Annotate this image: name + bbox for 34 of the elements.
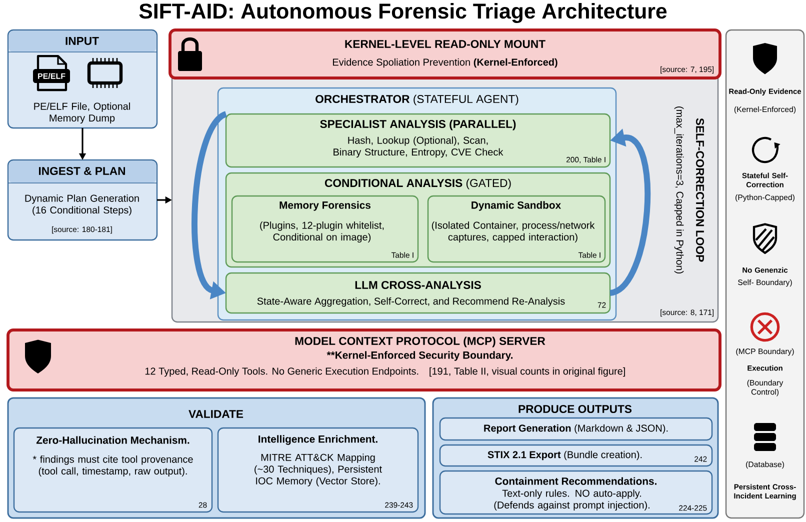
heading: Dynamic Sandbox: [472, 201, 561, 211]
heading: ORCHESTRATOR (STATEFUL AGENT): [316, 94, 518, 106]
body-text: Report Generation (Markdown & JSON).: [484, 424, 668, 434]
heading: LLM CROSS-ANALYSIS: [355, 281, 481, 289]
source-note: [191, Table II, visual counts in original figure]: [430, 367, 625, 377]
body-text: **Kernel-Enforced Security Boundary.: [326, 351, 513, 361]
body-text: 12 Typed, Read-Only Tools. No Generic Execution Endpoints.: [145, 367, 418, 377]
body-text: * findings must cite tool provenance (tool call, timestamp, raw output).: [32, 456, 193, 477]
body-text: (max_iterations=3, Capped in Python): [674, 106, 684, 274]
heading: VALIDATE: [188, 410, 244, 418]
heading: Memory Forensics: [280, 201, 370, 211]
heading: INPUT: [66, 37, 99, 45]
body-text: Hash, Lookup (Optional), Scan, Binary Structure, Entropy, CVE Check: [334, 136, 504, 158]
heading: Intelligence Enrichment.: [258, 435, 378, 445]
body-text: PE/ELF File, Optional Memory Dump: [34, 102, 130, 124]
title: SIFT-AID: Autonomous Forensic Triage Architecture: [139, 3, 667, 23]
heading: CONDITIONAL ANALYSIS (GATED): [324, 178, 511, 190]
body-text: State-Aware Aggregation, Self-Correct, and Recommend Re-Analysis: [257, 297, 565, 307]
heading: KERNEL-LEVEL READ-ONLY MOUNT: [345, 40, 546, 48]
heading: INGEST & PLAN: [39, 167, 125, 175]
heading: SELF-CORRECTION LOOP: [696, 118, 704, 262]
heading: PRODUCE OUTPUTS: [518, 405, 632, 413]
heading: SPECIALIST ANALYSIS (PARALLEL): [320, 120, 516, 130]
body-text: STIX 2.1 Export (Bundle creation).: [488, 450, 642, 460]
body-text: Evidence Spoliation Prevention (Kernel-Enforced): [333, 58, 558, 68]
heading: MODEL CONTEXT PROTOCOL (MCP) SERVER: [295, 336, 546, 348]
body-text: MITRE ATT&CK Mapping (~30 Techniques), Persistent IOC Memory (Vector Store).: [254, 454, 382, 486]
body-text: Dynamic Plan Generation (16 Conditional Steps): [25, 194, 139, 216]
body-text: (Isolated Container, process/network captures, capped interaction): [432, 222, 595, 243]
file-type-label: PE/ELF: [38, 73, 66, 79]
heading: Zero-Hallucination Mechanism.: [36, 436, 190, 444]
body-text: (Plugins, 12-plugin whitelist, Conditional on image): [260, 222, 384, 243]
heading: Containment Recommendations.: [495, 477, 656, 485]
body-text: Text-only rules. NO auto-apply. (Defends against prompt injection).: [494, 490, 650, 511]
